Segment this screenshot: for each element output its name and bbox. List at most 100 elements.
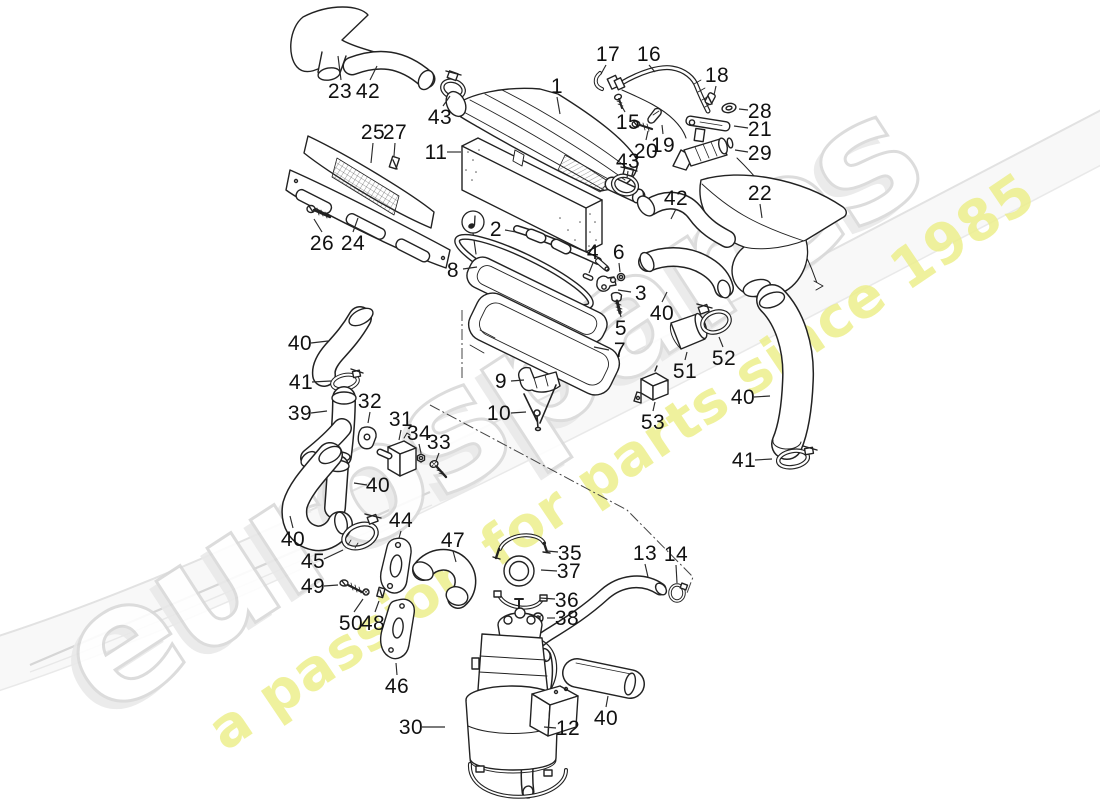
part-number-label: 45 [301, 550, 325, 573]
part-number-label: 25 [361, 121, 385, 144]
part-number-label: 50 [339, 612, 363, 635]
valve-box-31 [376, 432, 417, 477]
part-number-label: 13 [633, 542, 657, 565]
strap-35 [492, 533, 551, 560]
part-number-label: 3 [635, 282, 647, 305]
part-number-label: 43 [616, 150, 640, 173]
switch-53 [633, 365, 669, 404]
leader-line [374, 600, 380, 613]
leader-line [661, 124, 664, 135]
leader-line [462, 266, 478, 270]
hose-clamp-45 [341, 513, 382, 551]
leader-line [644, 563, 649, 578]
leader-line [600, 64, 607, 75]
elbow-hose-40a [311, 306, 374, 387]
insulation-panel [461, 137, 603, 253]
leader-line [435, 452, 440, 462]
leader-line [648, 64, 656, 73]
leader-line [619, 102, 626, 113]
part-number-label: 21 [748, 118, 772, 141]
connecting-tube-2 [513, 225, 610, 272]
part-number-label: 48 [361, 612, 385, 635]
leader-line [323, 549, 344, 560]
part-number-label: 29 [748, 142, 772, 165]
part-number-label: 12 [556, 717, 580, 740]
part-number-label: 27 [383, 121, 407, 144]
pin-4 [582, 273, 594, 281]
gasket-32 [357, 426, 377, 450]
part-number-label: 46 [385, 675, 409, 698]
leader-line [353, 598, 364, 613]
clip-18 [704, 92, 716, 106]
padded-tube-40 [562, 658, 645, 699]
part-number-label: 40 [288, 332, 312, 355]
screw-20 [631, 120, 654, 132]
blower-motor-30 [465, 598, 579, 799]
part-number-label: 22 [748, 182, 772, 205]
leader-line [418, 443, 422, 454]
part-number-label: 4 [587, 241, 599, 264]
part-number-label: 31 [389, 408, 413, 431]
part-number-label: 18 [705, 64, 729, 87]
leader-line [510, 411, 527, 414]
part-number-label: 40 [594, 707, 618, 730]
lever-21 [685, 115, 731, 132]
part-number-label: 40 [731, 386, 755, 409]
leader-line [313, 218, 323, 233]
leader-line [618, 262, 621, 273]
part-number-label: 42 [356, 80, 380, 103]
leader-line [442, 95, 451, 107]
leader-line [393, 142, 396, 157]
leader-line [718, 336, 724, 348]
air-funnel [290, 6, 393, 81]
leader-line [398, 530, 402, 539]
leader-line [539, 597, 556, 600]
part-number-label: 6 [613, 241, 625, 264]
screw-49 [339, 579, 364, 594]
part-number-label: 47 [441, 529, 465, 552]
air-box-lower-tray [467, 292, 621, 396]
part-number-label: 20 [634, 140, 658, 163]
leader-line [626, 170, 629, 179]
hose-42-top [342, 50, 436, 91]
part-number-label: 7 [614, 339, 626, 362]
mesh-screen-panel [303, 135, 435, 229]
clip-48 [376, 586, 386, 599]
leader-line [754, 458, 773, 461]
leader-line [310, 410, 328, 414]
leader-line [311, 380, 332, 383]
grommet-28 [721, 102, 737, 114]
part-number-label: 17 [596, 43, 620, 66]
part-number-label: 49 [301, 575, 325, 598]
part-number-label: 37 [557, 560, 581, 583]
leader-line [556, 96, 561, 115]
leader-line [367, 411, 371, 424]
leader-line [352, 217, 359, 233]
part-number-label: 39 [288, 402, 312, 425]
part-number-label: 19 [651, 134, 675, 157]
pipe-17 [593, 71, 604, 91]
part-number-label: 5 [615, 317, 627, 340]
part-number-label: 32 [358, 390, 382, 413]
part-number-label: 34 [407, 422, 431, 445]
leader-line [684, 351, 688, 361]
grille-screw-26 [306, 204, 332, 219]
leader-line [733, 125, 749, 129]
grommet-6 [616, 272, 626, 282]
gasket-46 [379, 598, 415, 660]
leader-line [546, 550, 559, 553]
hose-40-center [638, 247, 734, 299]
part-number-label: 38 [555, 607, 579, 630]
leader-line [370, 142, 374, 164]
phantom-reference-lines [429, 310, 694, 594]
leader-line [713, 85, 717, 96]
leader-line [353, 482, 368, 486]
part-number-label: 51 [673, 360, 697, 383]
leader-line [369, 65, 378, 81]
leader-line [540, 569, 558, 572]
part-number-label: 8 [447, 259, 459, 282]
part-number-label: 26 [310, 232, 334, 255]
